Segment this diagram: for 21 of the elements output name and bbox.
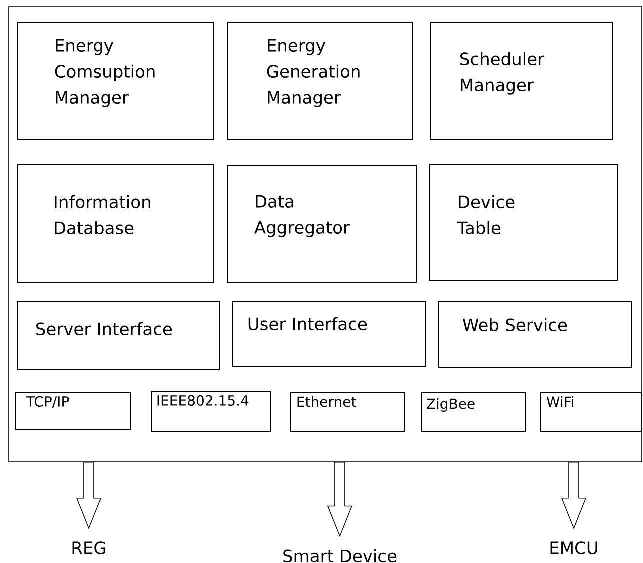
module-box: Information Database xyxy=(17,164,214,283)
module-box: Server Interface xyxy=(17,301,220,370)
block-arrow xyxy=(327,462,353,538)
module-box: Data Aggregator xyxy=(227,165,417,283)
protocol-box: TCP/IP xyxy=(15,392,131,430)
module-box: User Interface xyxy=(232,301,426,367)
module-box: Device Table xyxy=(429,164,618,281)
module-box: Energy Generation Manager xyxy=(227,22,413,140)
layer-box xyxy=(8,6,642,462)
protocol-box: WiFi xyxy=(540,392,642,432)
target-label: Smart Device xyxy=(284,549,397,563)
target-label: REG xyxy=(72,542,106,554)
module-box: Energy Comsuption Manager xyxy=(17,22,214,140)
protocol-box: ZigBee xyxy=(421,392,526,432)
protocol-box: IEEE802.15.4 xyxy=(151,391,271,432)
target-label: EMCU xyxy=(550,542,598,554)
block-arrow xyxy=(76,462,102,530)
protocol-box: Ethernet xyxy=(290,392,405,432)
module-box: Web Service xyxy=(438,301,632,368)
block-arrow xyxy=(561,462,587,530)
module-box: Scheduler Manager xyxy=(430,22,613,140)
